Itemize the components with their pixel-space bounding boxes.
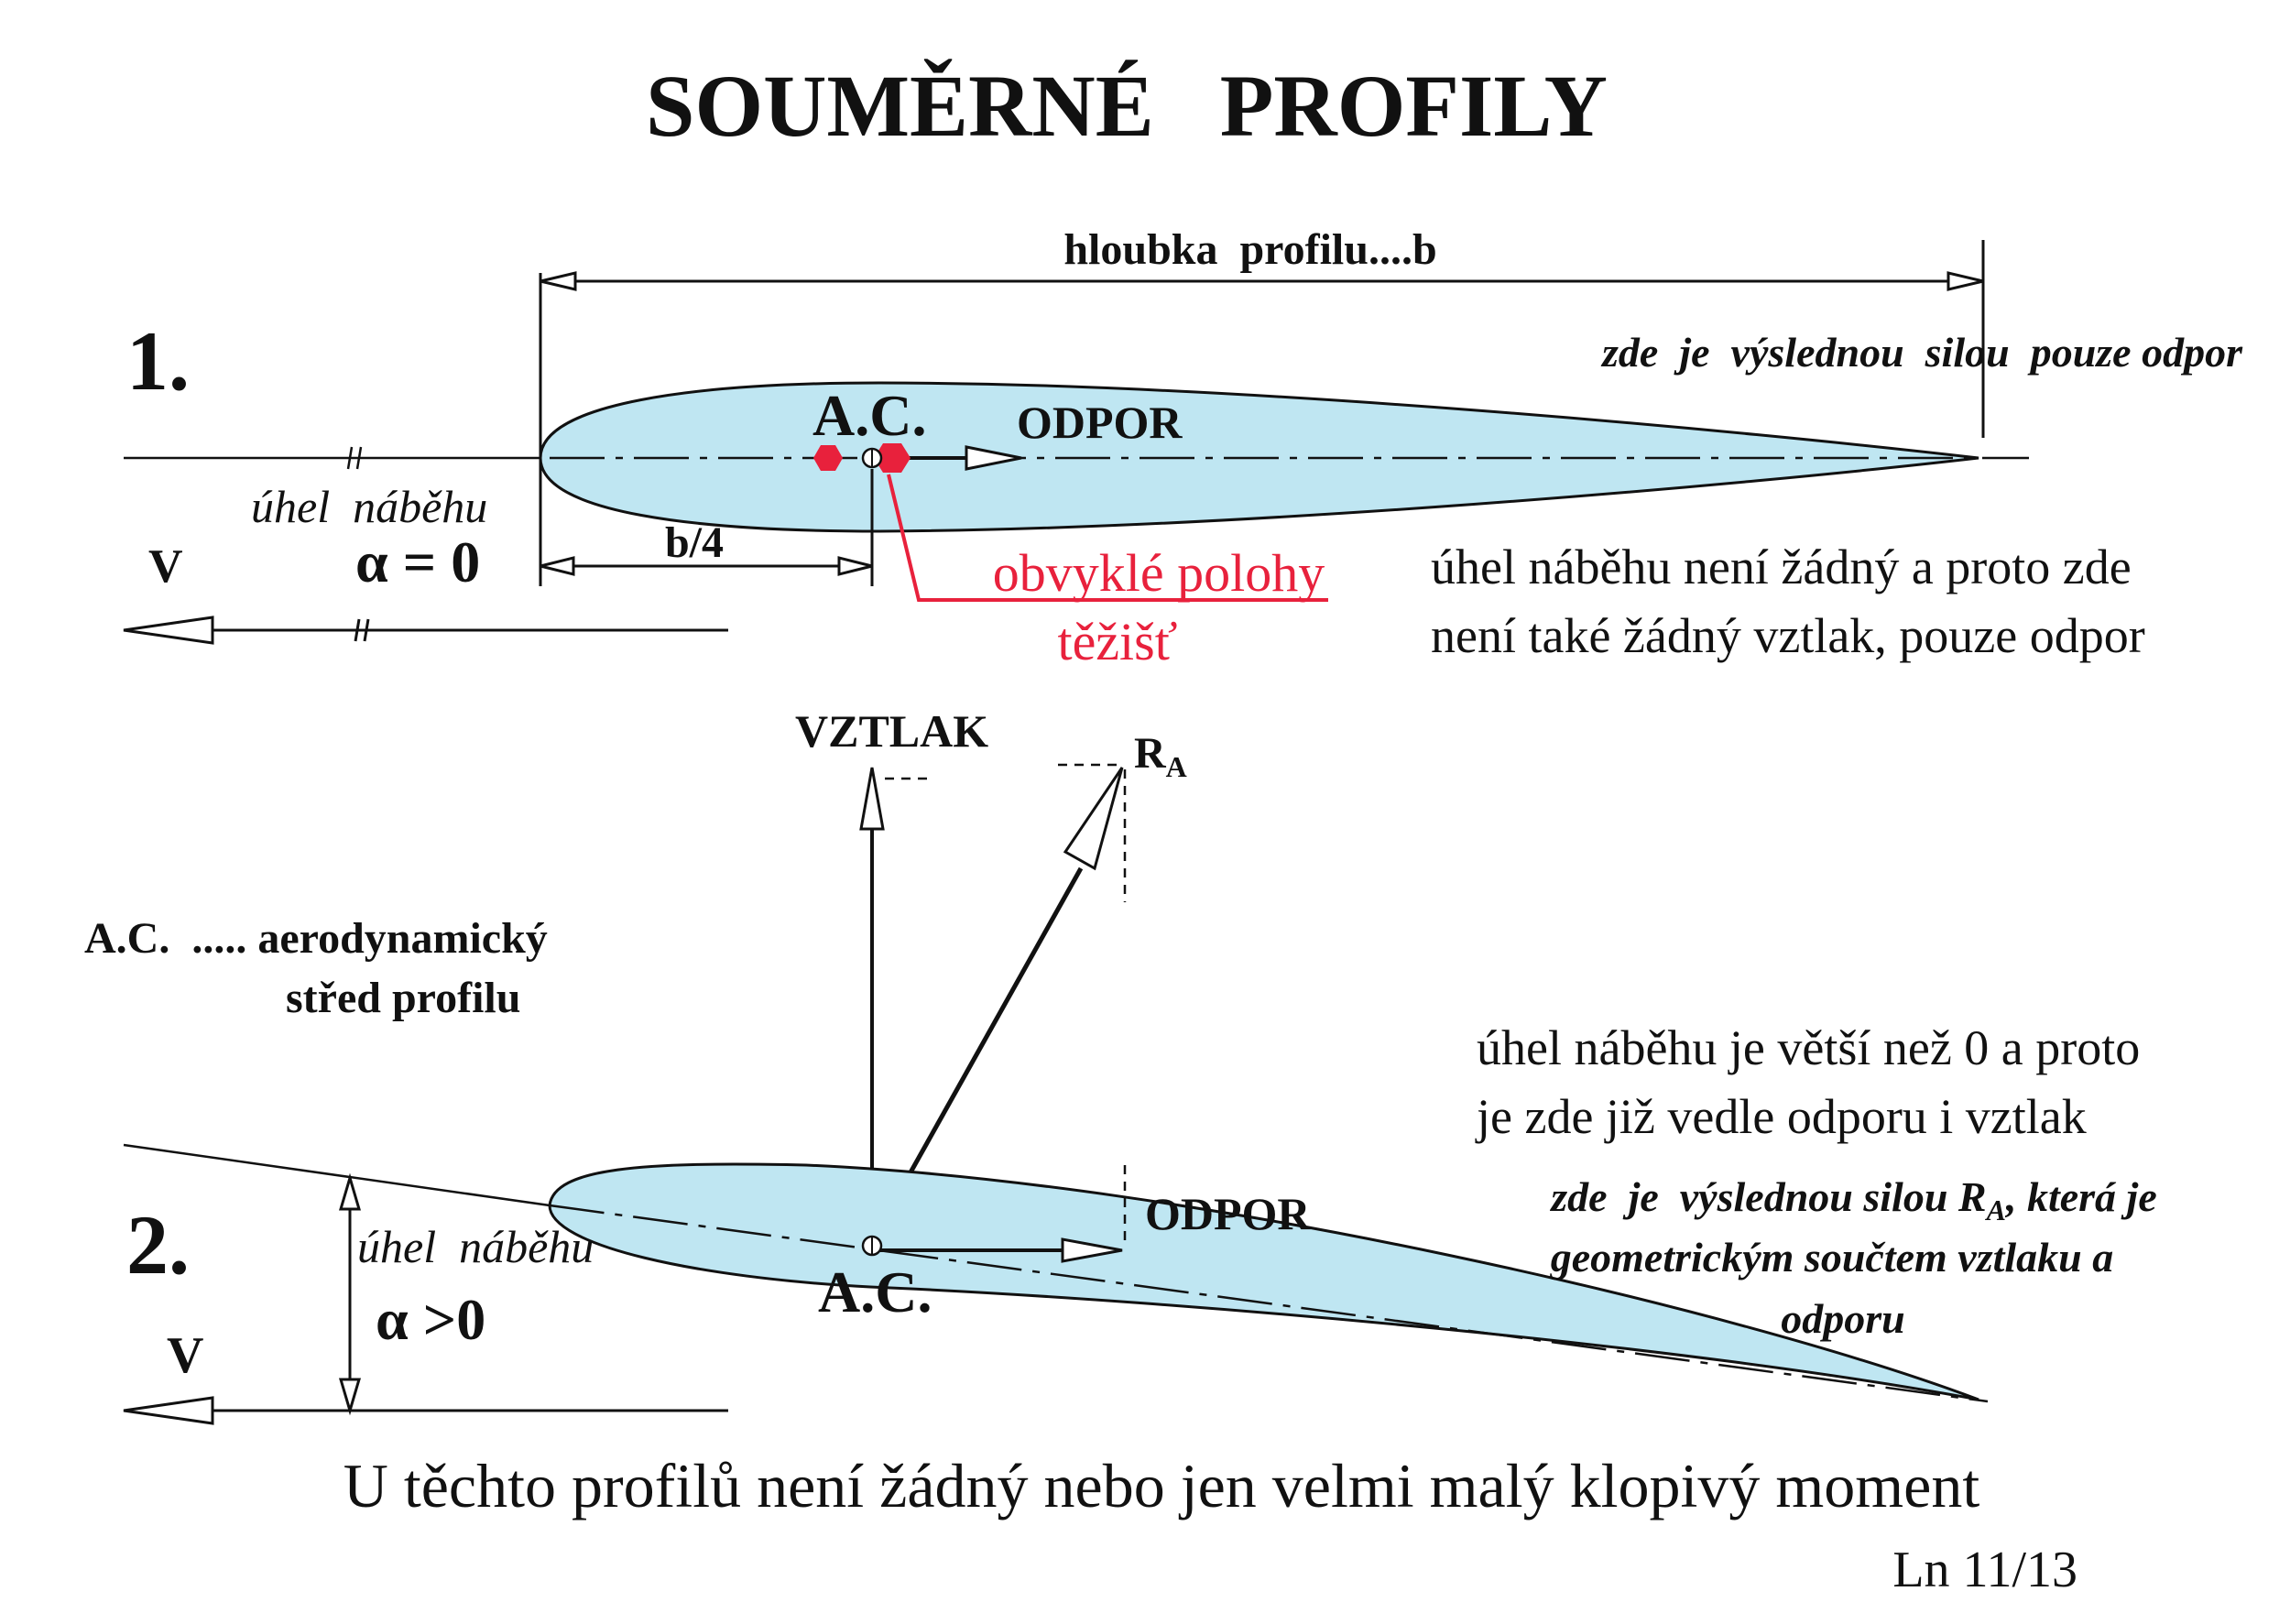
page-reference: Ln 11/13 — [1892, 1542, 2077, 1598]
section-1-number: 1. — [126, 314, 190, 408]
drag-arrow-2 — [872, 1237, 1123, 1263]
section-2-desc-line-1: úhel náběhu je větší než 0 a proto — [1477, 1020, 2140, 1075]
section-1-desc-line-1: úhel náběhu není žádný a proto zde — [1431, 540, 2132, 594]
angle-label-1: úhel náběhu — [251, 481, 487, 532]
velocity-arrow-1 — [123, 616, 728, 645]
velocity-arrow-2 — [123, 1396, 728, 1425]
angle-dimension — [338, 1172, 362, 1416]
ac-definition-line-2: střed profilu — [286, 974, 520, 1022]
cg-marker-forward — [813, 445, 843, 471]
section-2: VZTLAK RA A.C. ..... aerodynamický střed… — [84, 705, 2157, 1425]
section-1: 1. hloubka profilu....b zde je výslednou… — [123, 225, 2243, 671]
reference-line-1 — [124, 446, 540, 470]
page-title: SOUMĚRNÉ PROFILY — [646, 57, 1608, 155]
note-line-1-post: , která je — [2005, 1173, 2157, 1220]
quarter-chord-label: b/4 — [665, 518, 724, 567]
cg-label-line-2: těžišť — [1057, 612, 1177, 671]
chord-dimension — [539, 240, 1985, 586]
footer-statement: U těchto profilů není žádný nebo jen vel… — [344, 1451, 1980, 1520]
resultant-label-main: R — [1134, 729, 1167, 778]
chord-line-2 — [549, 1204, 1989, 1403]
section-2-note-line-1: zde je výslednou silou RA, která je — [1549, 1173, 2156, 1226]
velocity-label-2: V — [167, 1327, 203, 1384]
cg-marker-aft — [874, 443, 911, 473]
resultant-label-sub: A — [1166, 750, 1187, 783]
drag-label-2: ODPOR — [1145, 1188, 1311, 1239]
ac-definition-line-1: A.C. ..... aerodynamický — [84, 914, 548, 963]
alpha-label-2: α >0 — [376, 1287, 485, 1352]
note-line-1-sub: A — [1985, 1193, 2006, 1226]
alpha-label-1: α = 0 — [355, 529, 480, 594]
section-1-desc-line-2: není také žádný vztlak, pouze odpor — [1431, 608, 2145, 663]
ac-label-1: A.C. — [812, 383, 926, 448]
lift-label: VZTLAK — [795, 705, 988, 757]
reference-line-2 — [123, 1143, 551, 1207]
cg-label-line-1: obvyklé polohy — [993, 543, 1325, 603]
angle-label-2: úhel náběhu — [357, 1221, 594, 1272]
section-1-note: zde je výslednou silou pouze odpor — [1600, 329, 2243, 376]
resultant-arrow — [869, 767, 1124, 1243]
drag-label-1: ODPOR — [1017, 397, 1183, 448]
velocity-label-1: V — [148, 540, 183, 593]
resultant-label: RA — [1134, 729, 1187, 783]
chord-label: hloubka profilu....b — [1063, 225, 1436, 274]
section-2-note-line-2: geometrickým součtem vztlaku a — [1550, 1234, 2114, 1281]
note-line-1-pre: zde je výslednou silou R — [1549, 1173, 1986, 1220]
section-2-note-line-3: odporu — [1781, 1295, 1904, 1342]
section-2-desc-line-2: je zde již vedle odporu i vztlak — [1475, 1089, 2087, 1144]
ac-label-2: A.C. — [818, 1259, 932, 1324]
section-2-number: 2. — [126, 1198, 190, 1292]
quarter-chord-dimension — [540, 469, 874, 586]
cg-leader-line — [887, 474, 1328, 602]
